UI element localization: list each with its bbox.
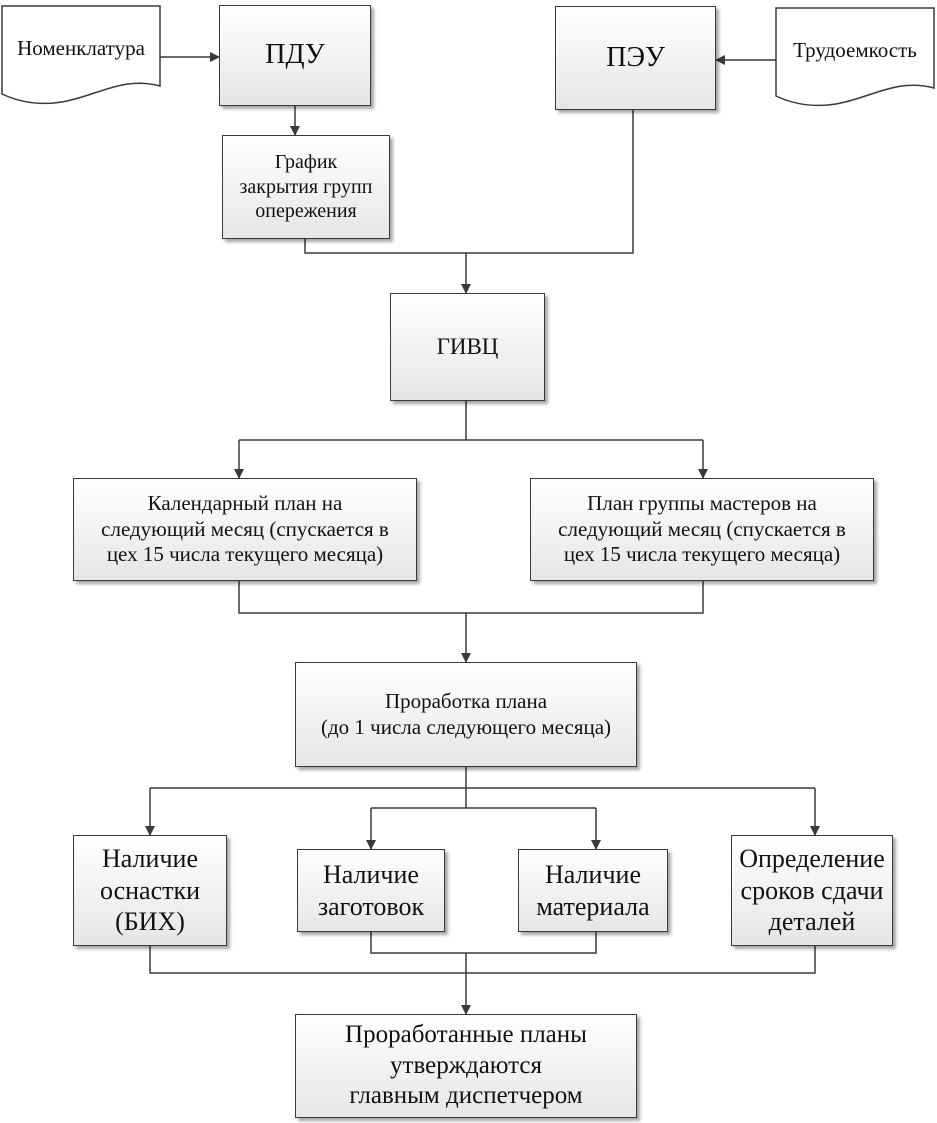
node-givc-label: ГИВЦ xyxy=(436,333,499,359)
node-blanks-label: Наличие заготовок xyxy=(317,859,425,921)
node-masters-plan-label: План группы мастеров на следующий месяц … xyxy=(558,491,846,567)
input-nomenclature-label: Номенклатура xyxy=(17,36,145,60)
node-approved: Проработанные планы утверждаются главным… xyxy=(295,1014,637,1118)
doc-nomenclature: Номенклатура xyxy=(1,5,161,105)
node-peu-label: ПЭУ xyxy=(606,41,665,73)
node-masters-plan: План группы мастеров на следующий месяц … xyxy=(530,478,874,581)
line-checks-inner-merge xyxy=(370,932,597,954)
node-peu: ПЭУ xyxy=(555,6,716,110)
node-material: Наличие материала xyxy=(518,849,668,932)
node-material-label: Наличие материала xyxy=(536,859,650,921)
node-schedule: График закрытия групп опережения xyxy=(222,135,390,239)
doc-labor-intensity: Трудоемкость xyxy=(775,7,935,107)
node-blanks: Наличие заготовок xyxy=(297,849,445,932)
node-givc: ГИВЦ xyxy=(390,293,545,401)
line-checks-outer-merge xyxy=(149,946,816,974)
node-pdu-label: ПДУ xyxy=(265,39,325,71)
node-calendar-plan-label: Календарный план на следующий месяц (спу… xyxy=(101,491,389,567)
document-shape xyxy=(775,7,935,107)
node-tooling-label: Наличие оснастки (БИХ) xyxy=(99,843,201,937)
document-shape xyxy=(1,5,161,105)
node-pdu: ПДУ xyxy=(219,5,371,106)
input-labor-intensity-label: Трудоемкость xyxy=(793,38,917,62)
node-schedule-label: График закрытия групп опережения xyxy=(239,151,373,223)
node-deadlines: Определение сроков сдачи деталей xyxy=(731,835,893,946)
node-approved-label: Проработанные планы утверждаются главным… xyxy=(345,1021,587,1110)
line-plans-merge xyxy=(238,581,704,614)
node-plan-study: Проработка плана (до 1 числа следующего … xyxy=(295,662,637,767)
node-deadlines-label: Определение сроков сдачи деталей xyxy=(739,843,885,937)
node-calendar-plan: Календарный план на следующий месяц (спу… xyxy=(73,478,417,581)
line-schedule-to-merge xyxy=(304,110,634,254)
node-tooling: Наличие оснастки (БИХ) xyxy=(73,835,227,946)
node-plan-study-label: Проработка плана (до 1 числа следующего … xyxy=(320,688,612,739)
